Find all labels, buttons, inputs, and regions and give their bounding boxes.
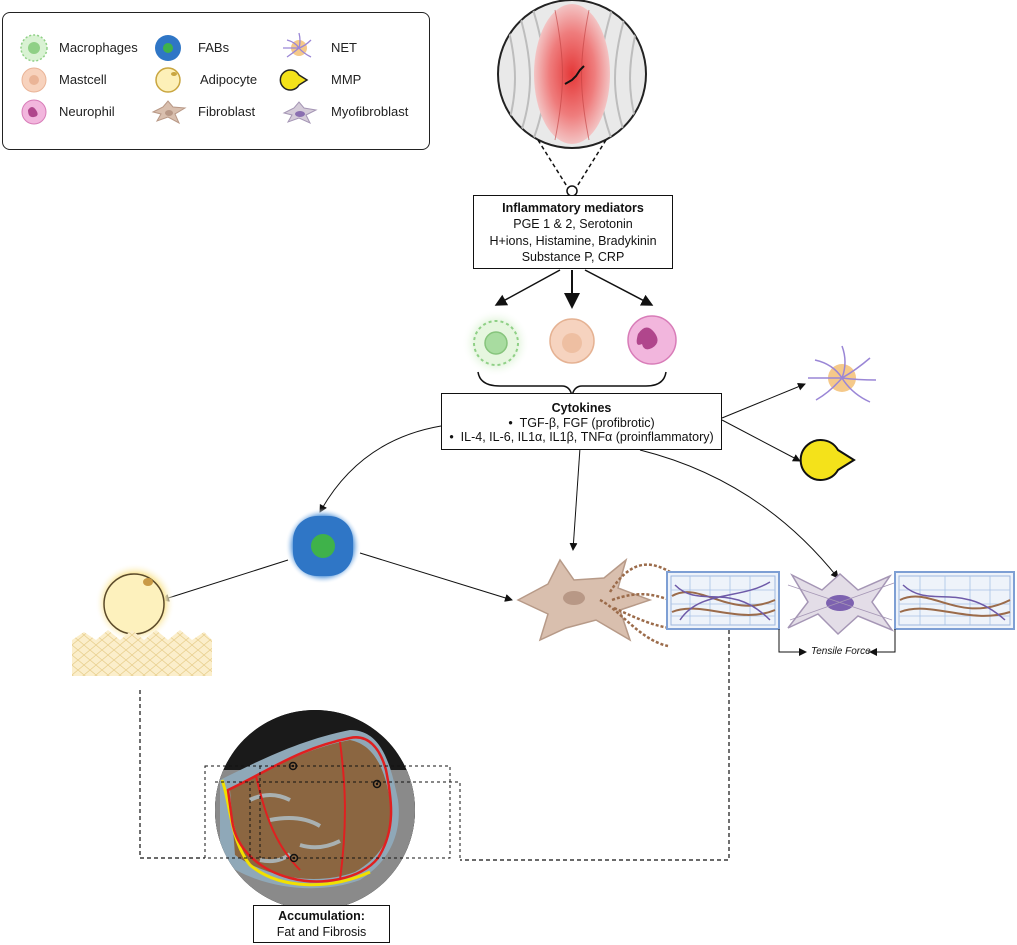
mmp-enzyme bbox=[799, 439, 856, 481]
inflammatory-mediators-box: Inflammatory mediators PGE 1 & 2, Seroto… bbox=[473, 195, 673, 269]
legend-label-faps: FABs bbox=[198, 40, 230, 55]
legend-label-net: NET bbox=[331, 40, 357, 55]
muscle-tear bbox=[564, 65, 585, 85]
fibroblast-icon bbox=[151, 100, 187, 125]
injured-muscle bbox=[534, 4, 610, 144]
legend-icons bbox=[20, 32, 318, 125]
legend-label-adipocyte: Adipocyte bbox=[200, 72, 258, 87]
mediators-line-1: PGE 1 & 2, Serotonin bbox=[513, 217, 633, 231]
fat-tissue bbox=[72, 630, 212, 676]
legend-label-mmp: MMP bbox=[331, 72, 362, 87]
cytokines-item-proinflammatory-text: IL-4, IL-6, IL1α, IL1β, TNFα (proinflamm… bbox=[460, 430, 714, 444]
adipocyte-cell bbox=[95, 563, 175, 643]
collagen-fibers bbox=[599, 563, 671, 648]
cytokines-item-profibrotic-text: TGF-β, FGF (profibrotic) bbox=[519, 416, 655, 430]
fap-cell bbox=[285, 508, 361, 584]
ecm-matrix-right bbox=[894, 571, 1015, 630]
net-icon bbox=[283, 32, 312, 58]
mmp-icon bbox=[279, 69, 309, 91]
fap-cell-icon bbox=[155, 35, 181, 61]
legend-label-macrophages: Macrophages bbox=[59, 40, 138, 55]
legend-label-neutrophil: Neurophil bbox=[59, 104, 115, 119]
mediators-line-2: H+ions, Histamine, Bradykinin bbox=[489, 233, 657, 248]
legend-label-fibroblast: Fibroblast bbox=[198, 104, 256, 119]
tensile-force-label: Tensile Force bbox=[811, 646, 871, 657]
mediators-title: Inflammatory mediators bbox=[502, 201, 644, 215]
cytokines-item-profibrotic: • TGF-β, FGF (profibrotic) bbox=[508, 416, 655, 430]
macrophage-icon bbox=[20, 34, 48, 62]
mastcell-icon bbox=[21, 67, 47, 93]
accumulation-box: Accumulation: Fat and Fibrosis bbox=[253, 905, 390, 943]
legend-label-myofibroblast: Myofibroblast bbox=[331, 104, 409, 119]
cytokines-item-proinflammatory: • IL-4, IL-6, IL1α, IL1β, TNFα (proinfla… bbox=[449, 430, 714, 444]
legend-box: Macrophages Mastcell Neurophil FABs Adip… bbox=[2, 12, 430, 150]
mastcell-cell bbox=[549, 318, 595, 364]
adipocyte-icon bbox=[155, 67, 181, 93]
mediators-line-3: Substance P, CRP bbox=[521, 250, 625, 264]
ecm-matrix-left bbox=[666, 571, 780, 630]
myofibroblast-icon bbox=[282, 101, 318, 125]
neutrophil-cell bbox=[627, 315, 677, 365]
fibroblast-cell bbox=[516, 557, 653, 642]
cytokines-title: Cytokines bbox=[551, 401, 612, 415]
mri-thigh-crosssection bbox=[204, 710, 461, 910]
macrophage-cell bbox=[462, 309, 530, 377]
neutrophil-icon bbox=[21, 99, 47, 125]
myofibroblast-cell bbox=[787, 572, 895, 636]
legend-label-mastcell: Mastcell bbox=[59, 72, 107, 87]
accumulation-title: Accumulation: bbox=[278, 909, 365, 923]
muscle-injury-zoom bbox=[497, 0, 647, 197]
net-structure bbox=[807, 345, 877, 403]
accumulation-subtitle: Fat and Fibrosis bbox=[276, 925, 367, 939]
cytokines-box: Cytokines • TGF-β, FGF (profibrotic) • I… bbox=[441, 393, 722, 450]
